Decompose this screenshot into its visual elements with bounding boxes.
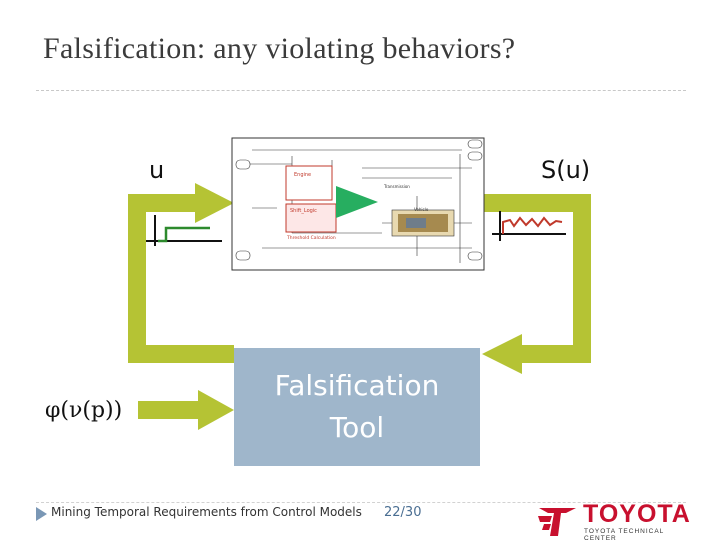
tool-label-line1: Falsification [274,369,440,402]
output-arrow [470,194,591,363]
output-arrowhead [482,334,522,374]
toyota-subtitle: TOYOTA TECHNICAL CENTER [584,528,665,542]
toyota-emblem-icon [538,508,576,536]
threshold-block-label: Threshold Calculation [286,235,336,241]
input-signal-plot [146,215,222,246]
specification-label: φ(ν(p)) [45,398,123,423]
shift-logic-block-label: Shift_Logic [290,208,317,214]
transmission-block-label: Transmission [383,184,410,189]
tool-label-line2: Tool [329,411,385,444]
input-arrowhead [195,183,234,223]
spec-arrowhead [198,390,234,430]
slide-title: Falsification: any violating behaviors? [43,32,516,65]
footer-title: Mining Temporal Requirements from Contro… [51,505,362,519]
feedback-loop-diagram: Engine Shift_Logic Threshold Calculation… [128,137,591,430]
title-divider [36,90,686,91]
toyota-wordmark: TOYOTA [583,500,691,528]
output-signal-plot [492,211,566,241]
toyota-logo: TOYOTA TOYOTA TECHNICAL CENTER [536,500,696,542]
simulink-model: Engine Shift_Logic Threshold Calculation… [231,137,485,271]
footer-arrow-icon [36,507,47,521]
falsification-tool-box: Falsification Tool [234,348,480,466]
return-arrow [128,320,234,363]
engine-block-label: Engine [294,172,311,178]
input-signal-label: u [149,156,165,184]
input-arrow [128,194,197,328]
footer-divider [36,502,686,503]
page-number: 22/30 [384,505,422,520]
vehicle-block-label: Vehicle [414,207,429,212]
output-signal-label: S(u) [541,156,591,184]
